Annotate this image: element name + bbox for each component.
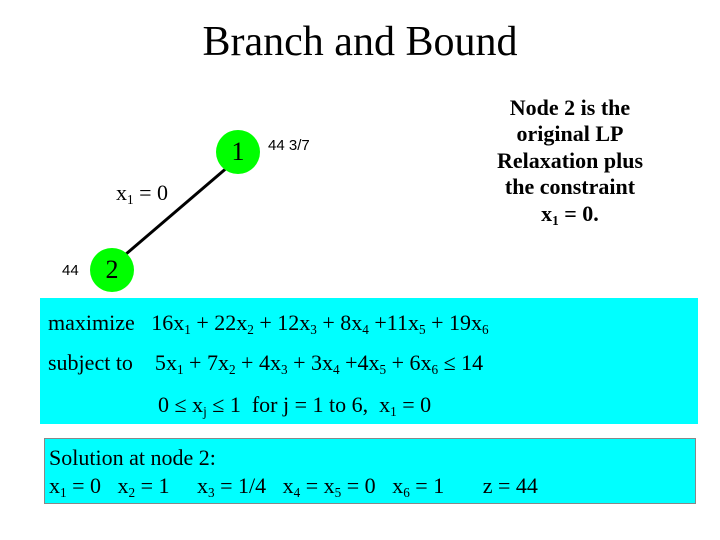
edge-label-value: = 0: [133, 180, 169, 205]
lp-formulation-box: maximize 16x1 + 22x2 + 12x3 + 8x4 +11x5 …: [40, 298, 698, 424]
note-line-last: x1 = 0.: [470, 201, 670, 229]
edge-label-sub: 1: [127, 191, 134, 207]
lp-bounds: 0 ≤ xj ≤ 1 for j = 1 to 6, x1 = 0: [158, 392, 432, 419]
node-2-bound: 44: [62, 262, 79, 279]
note-value: = 0.: [558, 200, 599, 226]
node-1-label: 1: [231, 137, 245, 166]
solution-values: x1 = 0 x2 = 1 x3 = 1/4 x4 = x5 = 0 x6 = …: [49, 473, 538, 500]
edge-label: x1 = 0: [116, 180, 168, 208]
note-var-sub: 1: [552, 212, 559, 228]
node-1-bound: 44 3/7: [268, 137, 310, 154]
solution-box: Solution at node 2: x1 = 0 x2 = 1 x3 = 1…: [44, 438, 696, 504]
note-var: x: [541, 200, 553, 226]
solution-heading: Solution at node 2:: [49, 445, 216, 470]
note-line: Node 2 is the: [509, 95, 631, 120]
edge-1-2: [111, 158, 237, 268]
note-line: original LP: [516, 121, 624, 147]
tree-node-1: 1: [216, 130, 260, 174]
tree-node-2: 2: [90, 248, 134, 292]
lp-objective: maximize 16x1 + 22x2 + 12x3 + 8x4 +11x5 …: [48, 310, 489, 337]
slide-title: Branch and Bound: [202, 19, 518, 65]
node-2-note: Node 2 is the original LP Relaxation plu…: [470, 95, 670, 228]
node-2-label: 2: [105, 255, 119, 284]
edge-label-var: x: [116, 180, 127, 205]
note-line: the constraint: [504, 174, 636, 200]
note-line: Relaxation plus: [496, 147, 644, 173]
lp-constraint: subject to 5x1 + 7x2 + 4x3 + 3x4 +4x5 + …: [48, 350, 484, 377]
